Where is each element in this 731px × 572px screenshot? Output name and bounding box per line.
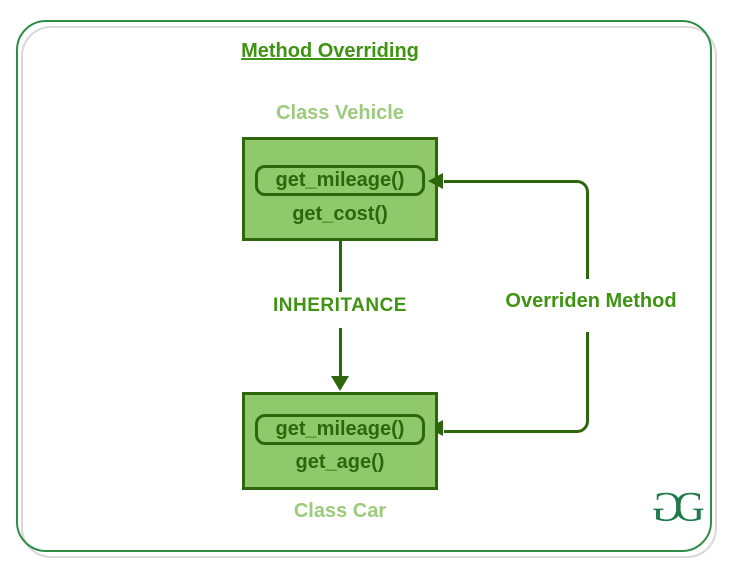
left-arrowhead-top-icon [428,173,443,189]
geeksforgeeks-logo: G G [652,485,705,531]
vehicle-class-label: Class Vehicle [276,102,404,124]
override-method-label: Overriden Method [505,290,677,312]
vehicle-other-method: get_cost() [292,203,388,225]
car-class-box: get_mileage() get_age() [242,392,438,490]
car-overridden-method-pill: get_mileage() [255,414,425,445]
down-arrowhead-icon [331,376,349,391]
logo-g: G [674,485,705,531]
inheritance-line-lower [339,328,342,378]
inheritance-label: INHERITANCE [273,295,407,316]
logo-mirrored-g: G [652,485,683,531]
override-connector-top [444,180,589,279]
vehicle-overridden-method-pill: get_mileage() [255,165,425,196]
vehicle-class-box: get_mileage() get_cost() [242,137,438,241]
page-title: Method Overriding [241,40,419,62]
car-other-method: get_age() [295,451,385,473]
override-connector-bottom [444,332,589,433]
diagram-frame [16,20,712,552]
car-class-label: Class Car [293,500,387,522]
frame-shadow-outline [21,26,717,558]
inheritance-line-upper [339,241,342,292]
